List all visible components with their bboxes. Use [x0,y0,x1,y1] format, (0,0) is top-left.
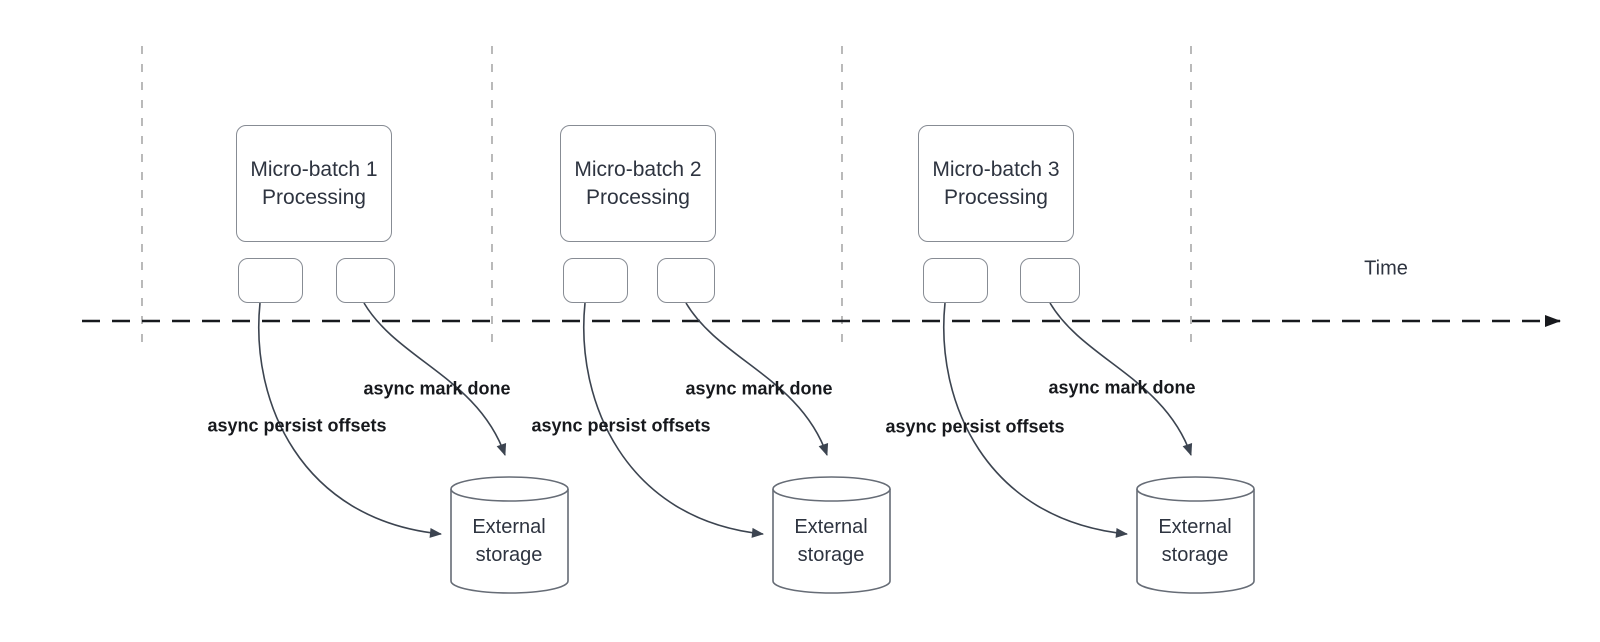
cylinder-body [772,489,891,594]
micro-batch-box-2: Micro-batch 2 Processing [560,125,716,242]
persist-offsets-arrow-3 [943,302,1128,538]
storage-label: External storage [794,516,868,566]
mark-done-label: async mark done [363,378,511,399]
async-task-box-persist-1 [238,258,303,303]
micro-batch-label: Micro-batch 1 Processing [250,157,378,209]
micro-batch-box-1: Micro-batch 1 Processing [236,125,392,242]
storage-label: External storage [1158,516,1232,566]
async-task-box-persist-3 [923,258,988,303]
persist-offsets-label: async persist offsets [207,415,387,436]
cylinder-top-ellipse [1136,476,1255,502]
async-task-box-persist-2 [563,258,628,303]
cylinder-top-ellipse [772,476,891,502]
mark-done-label: async mark done [1048,377,1196,398]
mark-done-arrow-1 [363,302,507,456]
cylinder-body [450,489,569,594]
async-task-box-done-3 [1020,258,1080,303]
persist-offsets-label: async persist offsets [531,415,711,436]
persist-offsets-arrow-2 [583,302,764,538]
cylinder-body [1136,489,1255,594]
persist-offsets-arrow-1 [258,302,442,538]
async-task-box-done-2 [657,258,715,303]
micro-batch-box-3: Micro-batch 3 Processing [918,125,1074,242]
storage-cylinder-2 [772,476,891,594]
micro-batch-label: Micro-batch 2 Processing [574,157,702,209]
micro-batch-label: Micro-batch 3 Processing [932,157,1060,209]
time-axis-label: Time [1364,257,1408,280]
mark-done-arrow-2 [685,302,829,456]
persist-offsets-label: async persist offsets [885,416,1065,437]
cylinder-top-ellipse [450,476,569,502]
async-task-box-done-1 [336,258,395,303]
storage-cylinder-1 [450,476,569,594]
mark-done-arrow-3 [1049,302,1193,456]
storage-label: External storage [472,516,546,566]
mark-done-label: async mark done [685,378,833,399]
storage-cylinder-3 [1136,476,1255,594]
